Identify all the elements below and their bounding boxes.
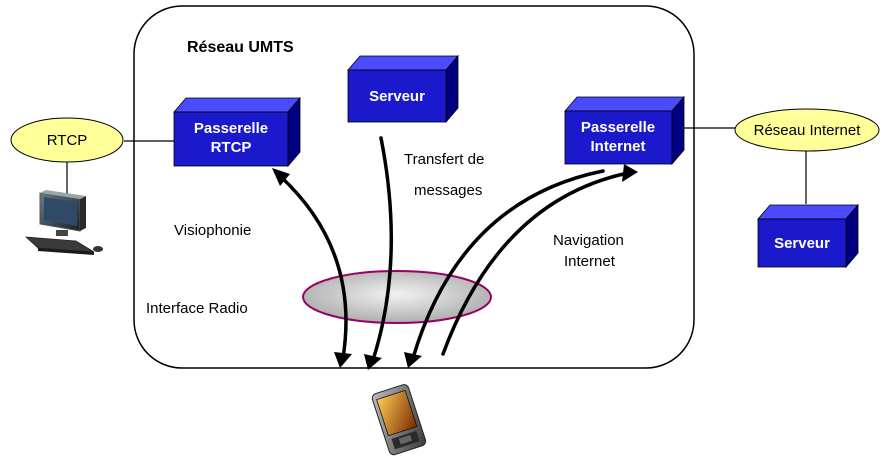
- serveur-top-box: Serveur: [347, 54, 459, 124]
- internet-cloud: Réseau Internet: [734, 108, 880, 152]
- transfert-label-line1: Transfert de: [404, 151, 484, 168]
- umts-network-boundary: [133, 5, 695, 369]
- interface-radio-label: Interface Radio: [146, 300, 248, 317]
- mobile-phone-icon: [371, 384, 427, 456]
- visiophonie-arrowhead-top: [272, 168, 290, 186]
- navigation-label-line2: Internet: [564, 253, 616, 270]
- visiophonie-label: Visiophonie: [174, 222, 251, 239]
- transfert-label-line2: messages: [414, 182, 482, 199]
- passerelle-rtcp-line1: Passerelle: [194, 120, 268, 137]
- desktop-computer-icon: [24, 190, 103, 255]
- passerelle-internet-line1: Passerelle: [581, 119, 655, 136]
- serveur-right-label: Serveur: [774, 235, 830, 252]
- rtcp-cloud-label: RTCP: [47, 132, 88, 149]
- passerelle-internet-box: Passerelle Internet: [564, 95, 685, 166]
- visiophonie-flow-arrow: [278, 174, 348, 360]
- navigation-label-line1: Navigation: [553, 232, 624, 249]
- serveur-right-box: Serveur: [757, 203, 859, 269]
- navigation-flow-arrow-2: [441, 171, 630, 356]
- network-title: Réseau UMTS: [187, 39, 294, 56]
- navigation-arrowhead-2: [622, 164, 638, 182]
- rtcp-cloud: RTCP: [10, 117, 124, 163]
- radio-interface-ellipse: [302, 270, 492, 324]
- passerelle-internet-line2: Internet: [590, 138, 645, 155]
- passerelle-rtcp-box: Passerelle RTCP: [173, 96, 301, 168]
- navigation-flow-arrow-1: [411, 169, 605, 360]
- serveur-top-label: Serveur: [369, 88, 425, 105]
- passerelle-rtcp-line2: RTCP: [211, 139, 252, 156]
- internet-cloud-label: Réseau Internet: [754, 122, 862, 139]
- transfert-arrowhead: [364, 354, 382, 370]
- visiophonie-arrowhead-bottom: [334, 352, 352, 368]
- transfert-flow-arrow: [371, 136, 394, 362]
- navigation-arrowhead-1: [404, 352, 422, 368]
